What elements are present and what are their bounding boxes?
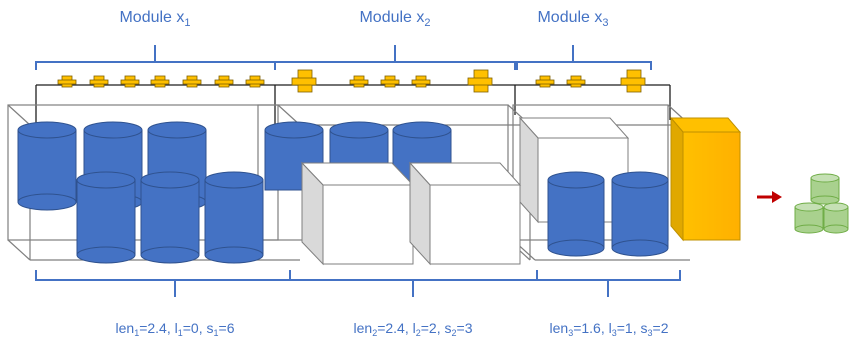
connector-icon [566,75,586,88]
cylinder-icon [547,171,605,257]
connector-icon [411,75,431,88]
cube-icon [408,161,522,266]
cylinder-icon [611,171,669,257]
top-brace-x1 [35,45,276,70]
top-brace-x3 [516,45,652,70]
cylinder-icon [140,171,200,264]
module-x3-params: len3=1.6, l3=1, s3=2 [550,320,669,338]
cylinder-icon [204,171,264,264]
gold-block-icon [669,116,742,242]
connector-icon [380,75,400,88]
module-x1-title: Module x1 [119,9,190,29]
connector-icon [150,75,170,88]
connector-icon [245,75,265,88]
output-stack-icon [794,173,849,234]
cylinder-icon [17,121,77,211]
output-cylinder [823,202,849,234]
module-x2-params: len2=2.4, l2=2, s2=3 [354,320,473,338]
connector-icon [620,69,646,93]
connector-icon [57,75,77,88]
bottom-brace-x2 [289,270,538,297]
output-cylinder [810,173,840,205]
top-brace-x2 [274,45,516,70]
module-x1-params: len1=2.4, l1=0, s1=6 [116,320,235,338]
connector-bus [35,84,671,128]
connector-icon [182,75,202,88]
module-x2-title: Module x2 [359,9,430,29]
bottom-brace-x3 [536,270,681,297]
bottom-brace-x1 [35,270,291,297]
connector-icon [89,75,109,88]
connector-icons [57,69,646,93]
connector-icon [214,75,234,88]
module-x3-title: Module x3 [537,9,608,29]
output-cylinder [794,202,824,234]
connector-icon [535,75,555,88]
cylinder-icon [76,171,136,264]
connector-icon [291,69,317,93]
connector-icon [120,75,140,88]
arrow-icon [757,191,782,203]
cube-icon [300,161,415,266]
connector-icon [467,69,493,93]
connector-icon [349,75,369,88]
